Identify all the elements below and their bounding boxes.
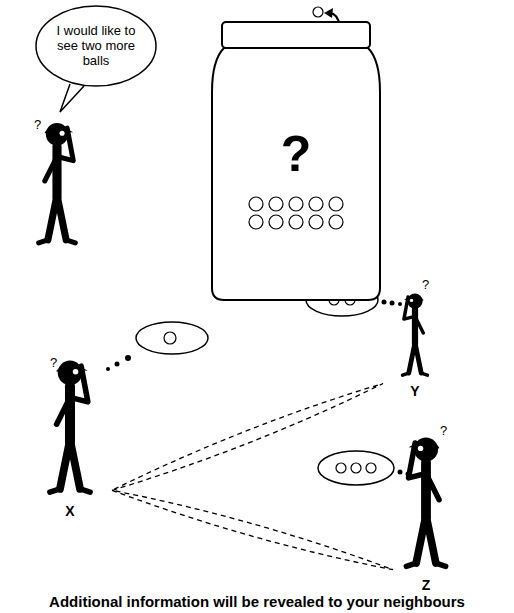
speech-text: I would like to see two more balls [49, 23, 143, 68]
ball [366, 463, 376, 473]
person-figure: X [28, 355, 112, 520]
ball [269, 197, 283, 211]
arrow-head [324, 8, 333, 18]
ball [329, 215, 343, 229]
neighbour-link [112, 384, 383, 491]
caption: Additional information will be revealed … [0, 593, 514, 611]
ball [351, 463, 361, 473]
person-label: X [28, 502, 112, 520]
jar: ? [210, 20, 382, 302]
neighbour-link [112, 490, 393, 569]
ball [164, 332, 176, 344]
question-mark: ? [50, 356, 57, 370]
ball [336, 463, 346, 473]
person-label: Z [393, 576, 459, 594]
question-mark: ? [422, 278, 429, 292]
fig-shape [393, 432, 459, 594]
speech-tail [60, 84, 84, 112]
thought-dot [398, 302, 402, 306]
stick-figure [39, 123, 76, 243]
ball [249, 215, 263, 229]
ball [309, 215, 323, 229]
question-mark: ? [440, 424, 447, 438]
thought-dot [398, 470, 403, 475]
ball [309, 197, 323, 211]
stick-figure [50, 361, 90, 493]
ball [249, 197, 263, 211]
thought-dot [106, 367, 110, 371]
fig-shape [28, 355, 112, 520]
thought-dot [390, 301, 395, 306]
stick-figure [406, 437, 445, 566]
ball [329, 197, 343, 211]
jar-mark: ? [210, 128, 382, 180]
ball [313, 7, 323, 17]
question-mark: ? [34, 118, 41, 132]
thought-dot [382, 300, 387, 305]
person-figure: Y [383, 290, 447, 400]
thought-dot [115, 362, 120, 367]
ball [289, 197, 303, 211]
person-label: Y [383, 382, 447, 400]
stick-figure [403, 293, 428, 375]
speech-bubble: I would like to see two more balls [35, 5, 157, 87]
thought-bubble [136, 322, 208, 354]
ball [269, 215, 283, 229]
thought-dot [125, 355, 131, 361]
thought-bubble [318, 451, 394, 485]
person-figure: Z [393, 432, 459, 594]
ball [289, 215, 303, 229]
